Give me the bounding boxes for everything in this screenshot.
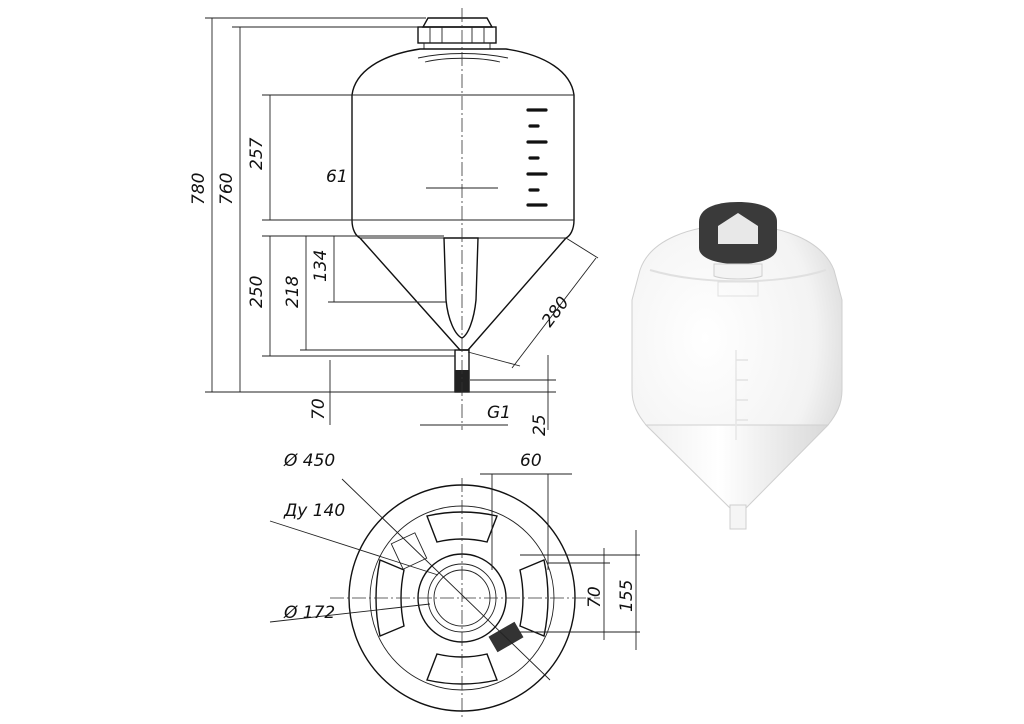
dim-nominal-diameter: Ду 140 [283, 501, 345, 521]
dim-outer-diameter: Ø 450 [283, 451, 335, 471]
dim-outlet-thread: G1 [487, 403, 511, 423]
front-view [351, 8, 575, 430]
sight-window [443, 237, 479, 339]
dim-cone-side: 280 [538, 293, 574, 331]
cap [417, 17, 497, 50]
level-marks [526, 108, 548, 207]
dim-cone-inner: 218 [283, 275, 303, 308]
top-view: Ø 450 Ду 140 Ø 172 60 70 155 [269, 451, 640, 720]
dim-window-height: 134 [311, 250, 331, 282]
dim-height-body: 760 [217, 173, 237, 205]
dim-neck-diameter: Ø 172 [283, 603, 335, 623]
dim-outlet-length: 70 [309, 398, 329, 420]
tank-outline [351, 48, 575, 351]
dim-lug-offset: 60 [520, 451, 542, 471]
dim-lug-span: 155 [617, 580, 637, 612]
dim-cyl-height: 257 [247, 137, 267, 170]
dim-window-width: 61 [326, 167, 348, 187]
dim-height-total: 780 [189, 173, 209, 205]
tank-render [631, 202, 843, 530]
dim-cone-height: 250 [247, 276, 267, 308]
dim-outlet-extra: 25 [530, 414, 550, 436]
dim-lug-width: 70 [585, 586, 605, 608]
vertical-dimensions: 780 760 257 250 218 134 61 280 70 G1 25 [189, 17, 599, 436]
